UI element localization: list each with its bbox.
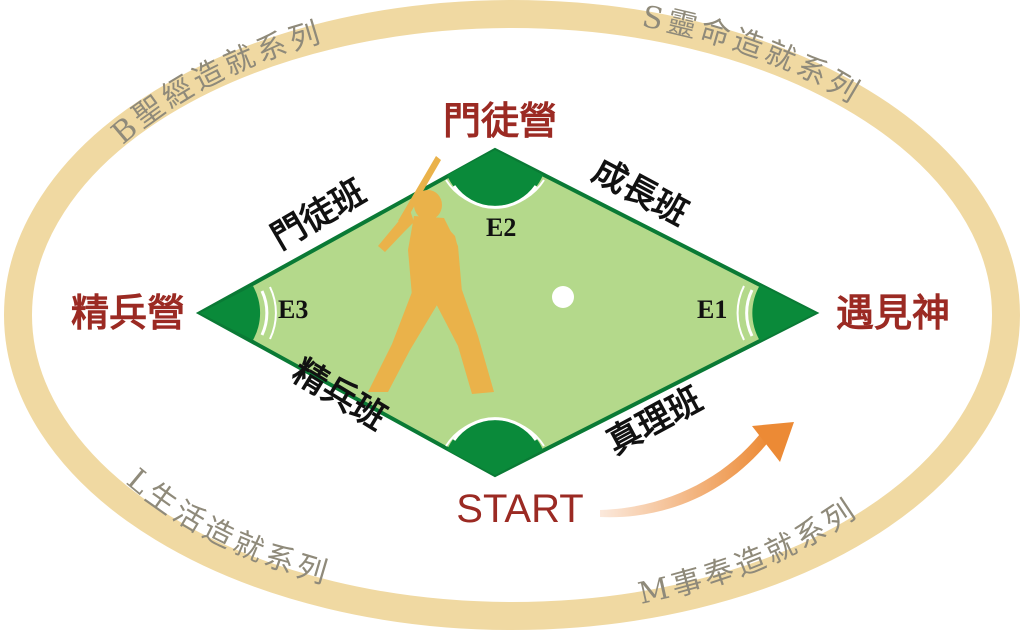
outer-ring [4, 0, 1020, 630]
ring-label-top-right: S靈命造就系列 [639, 0, 867, 112]
ring-label-top-right-path: S靈命造就系列 [639, 0, 863, 112]
base-e3-corner [200, 286, 277, 340]
batter-silhouette-icon [368, 156, 494, 394]
base-label-e3: E3 [278, 295, 308, 324]
curved-arrow-icon [600, 422, 794, 518]
node-label-right: 遇見神 [836, 290, 950, 335]
base-label-e2: E2 [486, 213, 516, 242]
baseball-icon [552, 286, 574, 308]
base-e1-corner [736, 285, 815, 341]
ring-label-top-left-path: B聖經造就系列 [105, 15, 323, 152]
base-start-corner [445, 417, 545, 475]
node-label-top: 門徒營 [443, 98, 557, 143]
ring-label-top-left: B聖經造就系列 [105, 15, 327, 152]
node-label-start: START [456, 487, 583, 531]
node-label-left: 精兵營 [71, 290, 185, 335]
base-label-e1: E1 [697, 295, 727, 324]
base-e2-corner [445, 150, 545, 209]
